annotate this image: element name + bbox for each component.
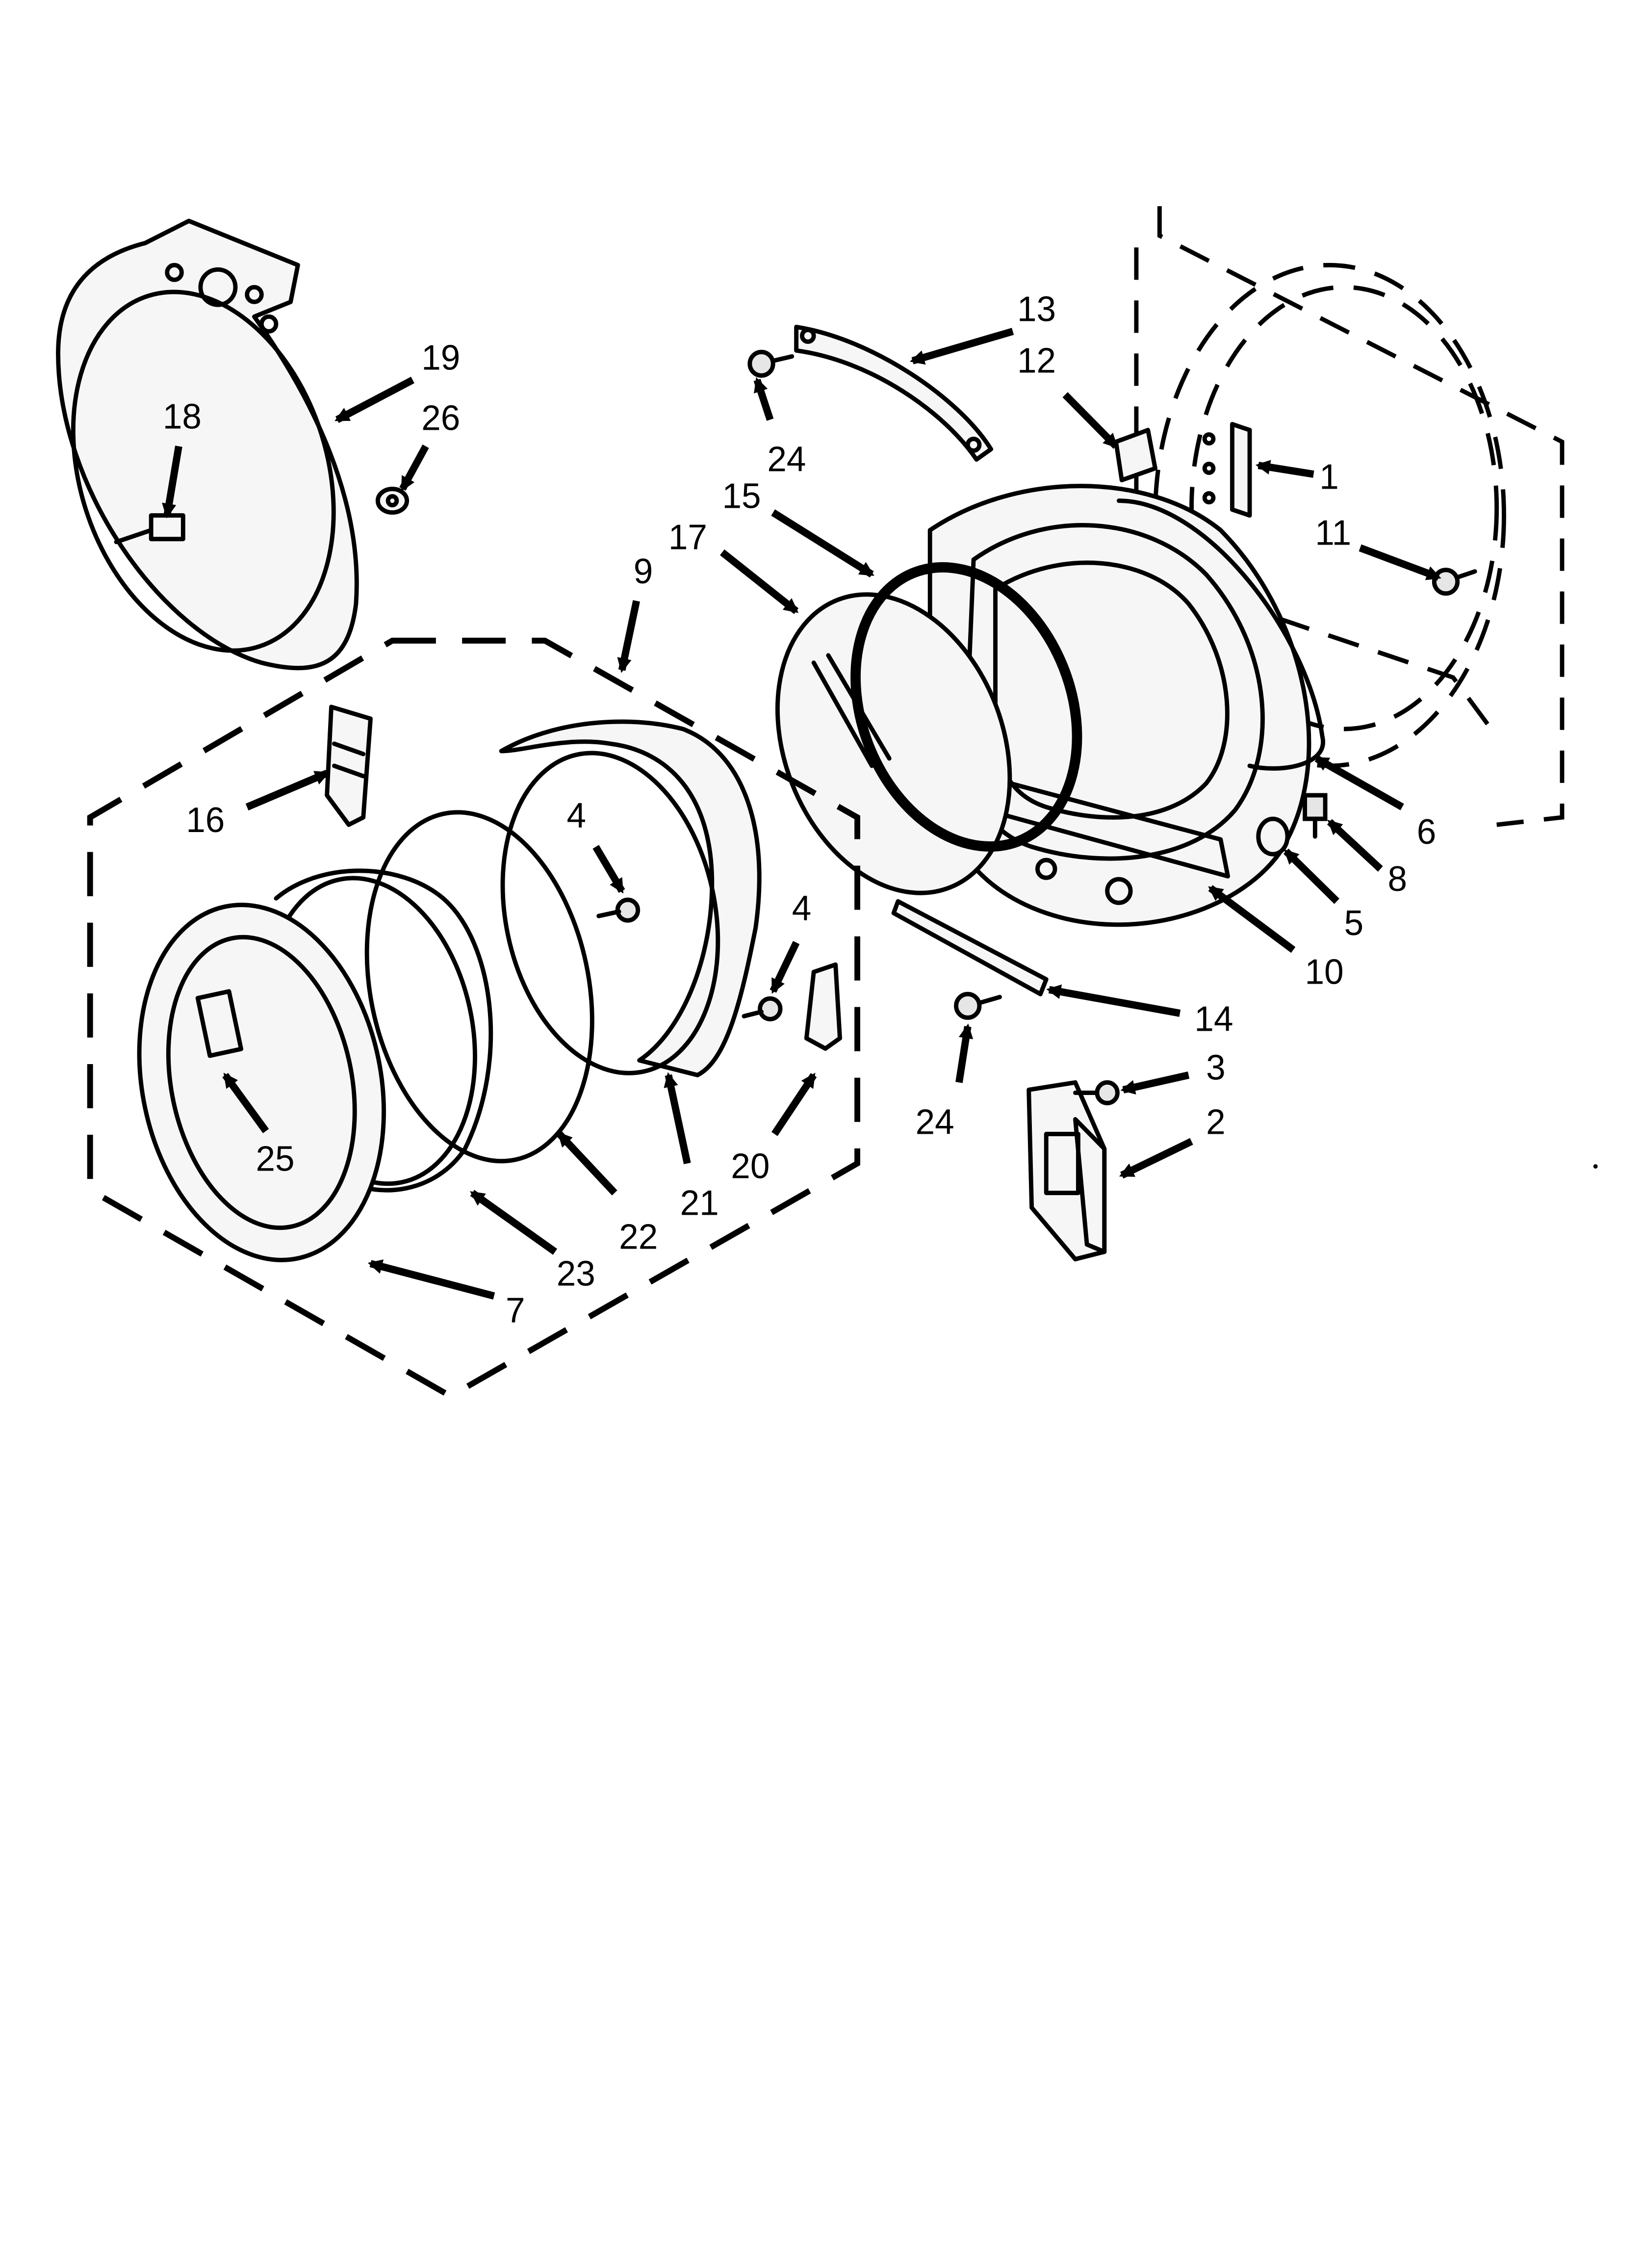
callout-26: 26 bbox=[421, 398, 460, 438]
callout-14: 14 bbox=[1194, 999, 1233, 1039]
part-6-gasket bbox=[1116, 498, 1326, 771]
callout-4-right: 4 bbox=[792, 889, 812, 929]
kit-9-outline bbox=[87, 637, 860, 1400]
part-13-bracket bbox=[794, 324, 994, 462]
stray-dot bbox=[1593, 1164, 1598, 1169]
part-14-bar bbox=[891, 899, 1049, 996]
callout-17: 17 bbox=[668, 518, 707, 557]
part-10-front-panel bbox=[927, 484, 1311, 927]
part-15-door-seal bbox=[850, 562, 1082, 852]
callout-7: 7 bbox=[506, 1291, 525, 1330]
callout-18: 18 bbox=[163, 397, 202, 437]
callout-20: 20 bbox=[731, 1147, 770, 1186]
callout-9: 9 bbox=[634, 551, 653, 591]
callout-16: 16 bbox=[186, 801, 225, 840]
callout-5: 5 bbox=[1344, 904, 1364, 943]
part-7-door-outer bbox=[137, 903, 386, 1262]
callout-8: 8 bbox=[1388, 860, 1408, 899]
callout-3: 3 bbox=[1206, 1048, 1226, 1088]
part-4-screw-b bbox=[742, 996, 783, 1021]
part-11-screw bbox=[1432, 568, 1477, 596]
callout-10: 10 bbox=[1305, 952, 1344, 992]
part-16-hinge bbox=[325, 704, 373, 827]
callout-6: 6 bbox=[1417, 812, 1437, 852]
callout-4-inner: 4 bbox=[567, 796, 587, 836]
part-5-washer bbox=[1256, 816, 1290, 857]
callout-23: 23 bbox=[557, 1254, 595, 1294]
part-4-screw-a bbox=[596, 897, 641, 923]
callout-13: 13 bbox=[1017, 289, 1056, 329]
part-25-label bbox=[195, 989, 244, 1058]
callout-labels: 13 12 1 11 19 18 26 24 15 17 9 16 4 4 6 … bbox=[163, 289, 1436, 1330]
callout-12: 12 bbox=[1017, 341, 1056, 381]
callout-2: 2 bbox=[1206, 1102, 1226, 1142]
part-24-screw-top bbox=[747, 349, 795, 378]
part-19-bulkhead bbox=[56, 218, 359, 671]
part-22-inner-ring bbox=[364, 810, 594, 1164]
callout-19: 19 bbox=[421, 338, 460, 378]
part-20-clip bbox=[804, 962, 842, 1051]
callout-22: 22 bbox=[619, 1217, 658, 1257]
part-17-door-glass bbox=[775, 592, 1012, 895]
callout-21: 21 bbox=[680, 1183, 719, 1223]
callout-24-bottom: 24 bbox=[916, 1102, 954, 1142]
part-8-screw bbox=[1303, 793, 1328, 839]
part-21-door-frame bbox=[499, 719, 762, 1077]
callout-24-top: 24 bbox=[767, 440, 806, 479]
leader-lines bbox=[162, 328, 1441, 1300]
part-2-latch bbox=[1026, 1080, 1107, 1262]
part-24-screw-bottom bbox=[954, 991, 1002, 1020]
callout-1: 1 bbox=[1319, 457, 1339, 497]
callout-25: 25 bbox=[256, 1139, 294, 1179]
part-3-screw bbox=[1073, 1080, 1120, 1105]
part-12-strike bbox=[1114, 428, 1157, 483]
part-1-strip bbox=[1202, 422, 1252, 518]
part-26-grommet bbox=[375, 487, 410, 515]
callout-15: 15 bbox=[722, 476, 761, 516]
callout-11: 11 bbox=[1315, 513, 1351, 553]
